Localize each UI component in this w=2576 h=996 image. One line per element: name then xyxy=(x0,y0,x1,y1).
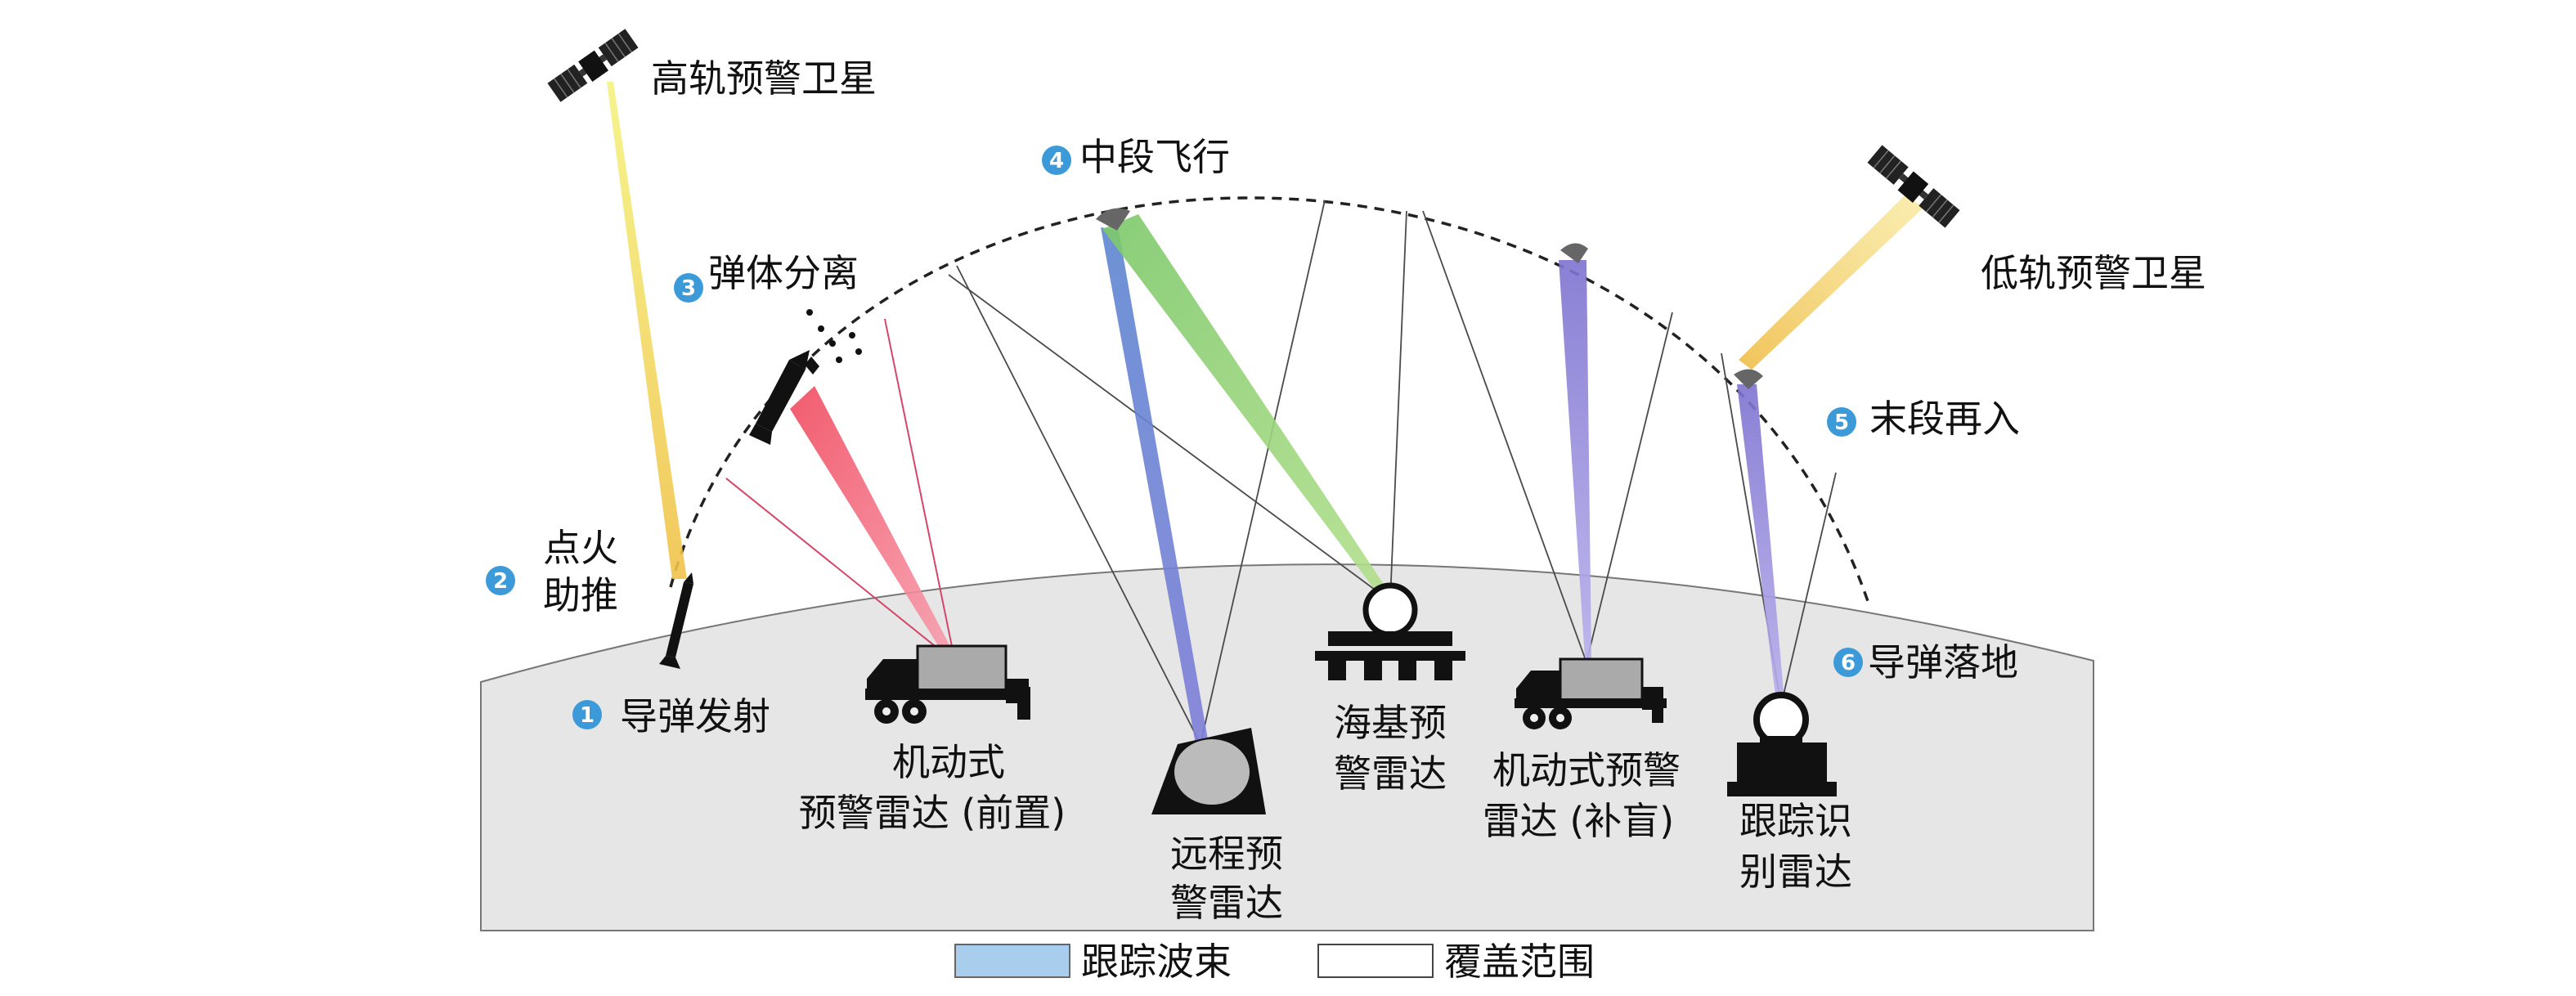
legend-coverage-label: 覆盖范围 xyxy=(1444,940,1595,984)
launch-missile-icon xyxy=(659,572,693,669)
low-satellite-beam xyxy=(1739,195,1923,370)
tracking-radar-beam xyxy=(1737,384,1784,702)
stage-2-number: 2 xyxy=(493,569,508,594)
legend: 跟踪波束 覆盖范围 xyxy=(954,940,1595,984)
separating-missile-icon xyxy=(749,309,862,445)
low-satellite-label: 低轨预警卫星 xyxy=(1981,251,2206,295)
legend-coverage-swatch xyxy=(1317,944,1434,978)
stage-3-label: 弹体分离 xyxy=(708,251,859,295)
forward-radar-beam xyxy=(790,386,957,662)
stage-badges: 1 2 3 4 5 6 xyxy=(486,146,1863,729)
sea-radar-label-line2: 警雷达 xyxy=(1334,751,1447,796)
sea-radar-beam xyxy=(1102,214,1394,603)
gap-radar-label-line1: 机动式预警 xyxy=(1492,748,1681,792)
high-satellite-icon xyxy=(547,29,639,102)
stage-2-label-line1: 点火 xyxy=(543,526,618,570)
gap-radar-beam xyxy=(1559,260,1591,658)
mobile-forward-radar-icon xyxy=(865,644,1030,724)
long-range-radar-beam xyxy=(1101,227,1209,744)
tracking-radar-label-line1: 跟踪识 xyxy=(1739,799,1852,843)
forward-radar-coverage xyxy=(725,318,956,663)
gap-radar-label-line2: 雷达 (补盲) xyxy=(1483,799,1675,843)
low-satellite-icon xyxy=(1867,145,1960,228)
legend-beam-label: 跟踪波束 xyxy=(1081,940,1232,984)
forward-radar-label-line1: 机动式 xyxy=(892,740,1005,784)
ground-area xyxy=(480,563,2094,931)
stage-1-label: 导弹发射 xyxy=(620,694,770,738)
long-range-radar-label-line2: 警雷达 xyxy=(1170,881,1283,925)
tracking-radar-label-line2: 别雷达 xyxy=(1739,850,1852,894)
long-range-radar-icon xyxy=(1151,728,1266,814)
legend-beam-swatch xyxy=(954,944,1070,978)
stage-5-label: 末段再入 xyxy=(1869,397,2020,441)
mobile-gap-radar-icon xyxy=(1515,657,1667,729)
stage-4-number: 4 xyxy=(1049,149,1064,173)
stage-4-label: 中段飞行 xyxy=(1079,135,1230,179)
sea-radar-label-line1: 海基预 xyxy=(1334,701,1447,745)
stage-5-number: 5 xyxy=(1834,411,1849,435)
high-satellite-beam xyxy=(607,82,687,579)
high-satellite-label: 高轨预警卫星 xyxy=(651,56,877,101)
tracking-radar-icon xyxy=(1727,692,1837,796)
stage-1-number: 1 xyxy=(580,703,595,728)
stage-6-number: 6 xyxy=(1841,651,1856,675)
warhead-markers xyxy=(1096,208,1763,389)
stage-2-label-line2: 助推 xyxy=(543,573,618,617)
forward-radar-label-line2: 预警雷达 (前置) xyxy=(799,791,1066,835)
stage-6-label: 导弹落地 xyxy=(1868,640,2018,684)
sea-radar-icon xyxy=(1315,582,1465,680)
long-range-radar-label-line1: 远程预 xyxy=(1170,832,1283,876)
stage-3-number: 3 xyxy=(681,276,696,301)
